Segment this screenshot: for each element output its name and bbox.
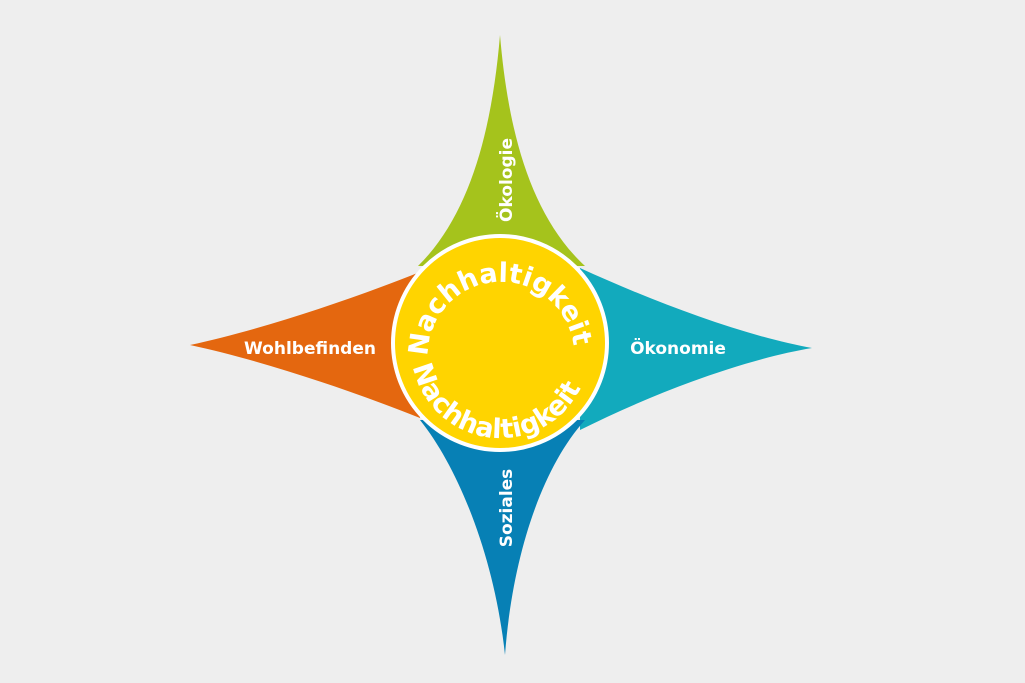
arm-top-ecology xyxy=(418,35,585,266)
arm-left-wellbeing xyxy=(190,272,420,418)
arm-bottom-social xyxy=(420,420,585,655)
label-social: Soziales xyxy=(497,469,517,548)
label-ecology: Ökologie xyxy=(495,138,517,222)
label-wellbeing: Wohlbefinden xyxy=(244,339,376,359)
label-economy: Ökonomie xyxy=(630,337,726,359)
center-circle xyxy=(391,234,609,452)
arm-right-economy xyxy=(580,268,812,430)
